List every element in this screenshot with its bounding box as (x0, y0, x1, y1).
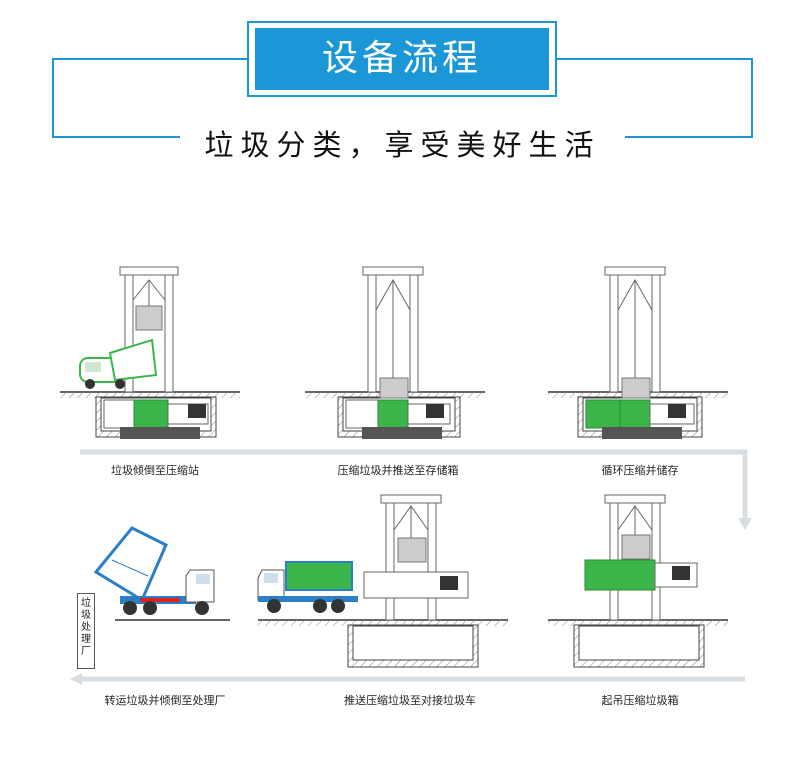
flow-arrow-right (80, 449, 752, 530)
flow-arrow-left (70, 673, 745, 685)
station-2-compress (305, 266, 485, 439)
step-caption-4: 起吊压缩垃圾箱 (601, 694, 679, 707)
step-caption-5: 推送压缩垃圾至对接垃圾车 (344, 694, 476, 707)
step-caption-1: 垃圾倾倒至压缩站 (111, 464, 199, 477)
header-frame (52, 58, 753, 138)
station-5-transfer (257, 494, 508, 668)
step-caption-2: 压缩垃圾并推送至存储箱 (337, 464, 459, 477)
treatment-plant-label: 垃圾处理厂 (77, 593, 95, 669)
page-subtitle: 垃圾分类，享受美好生活 (204, 128, 601, 162)
step-caption-3: 循环压缩并储存 (601, 464, 679, 477)
station-6-dump-truck (93, 526, 230, 621)
step-caption-6: 转运垃圾并倾倒至处理厂 (104, 694, 226, 707)
station-1-dump (60, 266, 240, 439)
title-box: 设备流程 (247, 21, 557, 97)
station-3-cycle (548, 266, 728, 439)
station-4-lift (548, 494, 728, 668)
page-title: 设备流程 (255, 28, 549, 90)
